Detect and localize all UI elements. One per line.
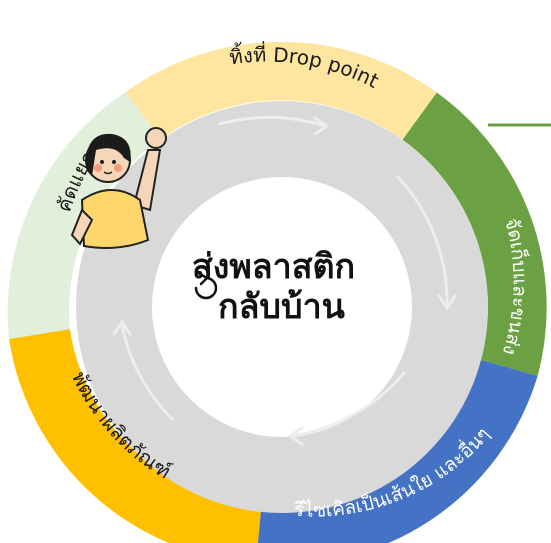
center-title-line1: ส่งพลาสติก <box>192 247 355 287</box>
arrow-top-head <box>313 116 330 136</box>
arrow-bottom-right <box>290 371 406 438</box>
arrow-left-head <box>112 319 132 336</box>
cycle-arrows <box>112 115 457 446</box>
segment-drop-point <box>125 41 437 140</box>
arrow-right <box>396 175 449 307</box>
segment-collect-transport <box>402 92 547 376</box>
center-disc <box>152 177 412 437</box>
arrow-right-head <box>437 294 457 311</box>
segment-product-development <box>9 329 262 543</box>
center-title-line2: กลับบ้าน <box>218 287 345 327</box>
recycle-arrows-icon <box>194 272 218 300</box>
arrow-top <box>218 115 327 128</box>
arrow-bottom-right-head <box>287 426 304 446</box>
arrow-left <box>120 323 174 421</box>
segment-recycle <box>257 360 538 543</box>
person-raising-fist-illustration <box>70 127 167 249</box>
